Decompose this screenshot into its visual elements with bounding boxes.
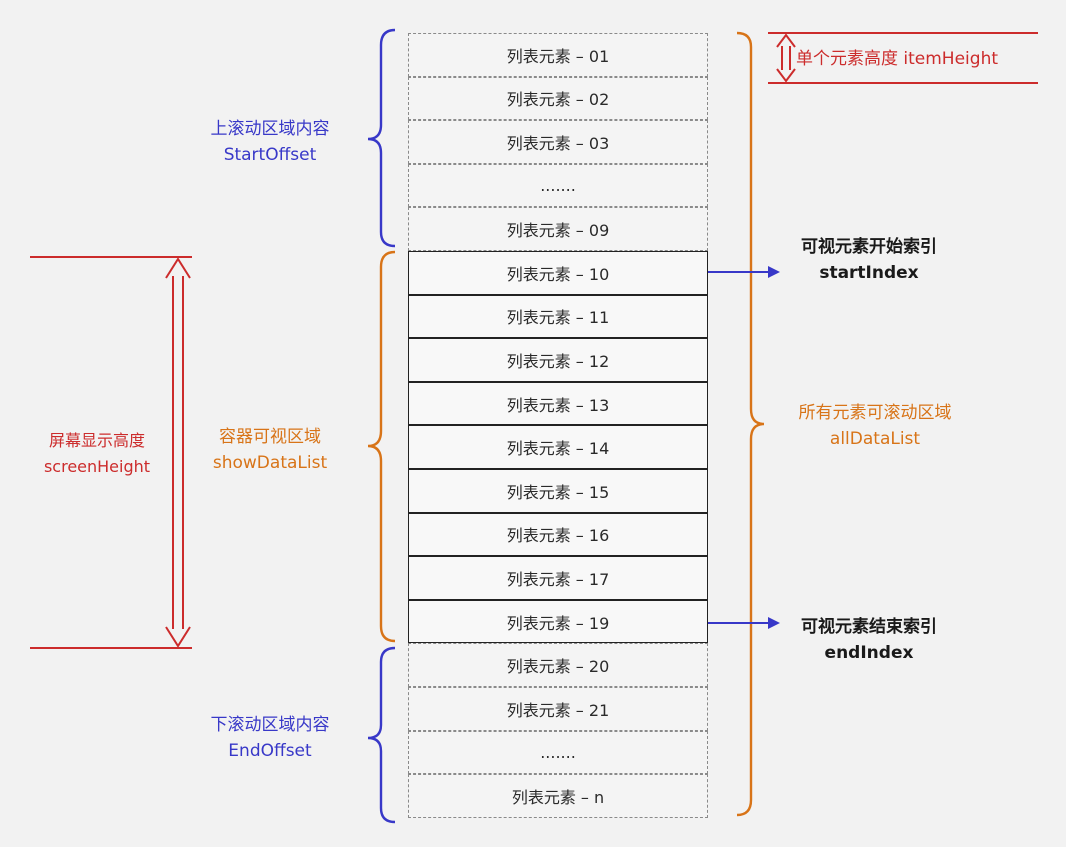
list-item: 列表元素 – 11 (408, 294, 708, 339)
list-item: 列表元素 – 19 (408, 599, 708, 644)
end-index-title: 可视元素结束索引 (801, 617, 937, 637)
list-item-label: 列表元素 – 01 (506, 46, 610, 66)
list-item-label: 列表元素 – 13 (506, 395, 610, 415)
list-item: 列表元素 – 09 (408, 207, 708, 251)
list-item-label: 列表元素 – n (511, 787, 605, 807)
end-index-name: endIndex (824, 643, 914, 663)
screen-height-label: 屏幕显示高度 screenHeight (22, 428, 172, 480)
list-item-label: 列表元素 – 09 (506, 221, 610, 241)
list-item-label: 列表元素 – 21 (506, 700, 610, 720)
list-item: 列表元素 – 17 (408, 556, 708, 600)
list-item-label: ....... (540, 176, 576, 196)
end-offset-brace (367, 646, 396, 824)
item-height-arrowhead-down (776, 68, 796, 83)
show-data-list-label: 容器可视区域 showDataList (180, 424, 360, 476)
list-item: 列表元素 – 15 (408, 469, 708, 513)
screen-height-arrowhead-up (165, 257, 191, 279)
list-item: 列表元素 – 16 (408, 512, 708, 557)
list-item-label: 列表元素 – 11 (506, 308, 610, 328)
list-item-label: 列表元素 – 14 (506, 439, 610, 459)
list-item: 列表元素 – 13 (408, 381, 708, 426)
list-item-label: 列表元素 – 19 (506, 613, 610, 633)
all-data-list-brace (736, 31, 765, 817)
list-item: 列表元素 – 01 (408, 33, 708, 77)
list-item: ....... (408, 730, 708, 775)
start-offset-name: StartOffset (223, 145, 317, 165)
item-height-label: 单个元素高度 itemHeight (796, 46, 1036, 72)
list-item: 列表元素 – 20 (408, 643, 708, 687)
end-offset-name: EndOffset (228, 741, 312, 761)
list-item-label: 列表元素 – 16 (506, 526, 610, 546)
start-index-name: startIndex (819, 263, 919, 283)
list-item-label: 列表元素 – 10 (506, 264, 610, 284)
all-data-list-name: allDataList (829, 429, 921, 449)
list-item: 列表元素 – 12 (408, 338, 708, 382)
list-item: ....... (408, 163, 708, 208)
list-item: 列表元素 – 14 (408, 425, 708, 469)
list-item-label: 列表元素 – 12 (506, 351, 610, 371)
list-item-label: 列表元素 – 02 (506, 90, 610, 110)
list-item-label: 列表元素 – 17 (506, 569, 610, 589)
start-index-label: 可视元素开始索引 startIndex (774, 234, 964, 286)
start-offset-label: 上滚动区域内容 StartOffset (180, 116, 360, 168)
screen-height-title: 屏幕显示高度 (48, 431, 145, 450)
item-height-text: 单个元素高度 itemHeight (796, 49, 999, 69)
all-data-list-title: 所有元素可滚动区域 (798, 403, 952, 423)
list-item-label: ....... (540, 742, 576, 762)
show-data-list-brace (367, 250, 396, 643)
start-index-title: 可视元素开始索引 (801, 237, 937, 257)
all-data-list-label: 所有元素可滚动区域 allDataList (772, 400, 978, 452)
item-height-arrowhead-up (776, 33, 796, 48)
list-item: 列表元素 – 02 (408, 76, 708, 121)
list-item: 列表元素 – 03 (408, 120, 708, 164)
list-item: 列表元素 – n (408, 774, 708, 818)
end-index-label: 可视元素结束索引 endIndex (774, 614, 964, 666)
show-data-list-title: 容器可视区域 (219, 427, 321, 447)
screen-height-arrowhead-down (165, 626, 191, 648)
start-offset-brace (367, 28, 396, 248)
end-offset-label: 下滚动区域内容 EndOffset (180, 712, 360, 764)
list-item-label: 列表元素 – 03 (506, 133, 610, 153)
list-item: 列表元素 – 21 (408, 687, 708, 731)
list-item-label: 列表元素 – 15 (506, 482, 610, 502)
list-item: 列表元素 – 10 (408, 251, 708, 295)
start-offset-title: 上滚动区域内容 (210, 119, 330, 139)
show-data-list-name: showDataList (212, 453, 328, 473)
list-item-label: 列表元素 – 20 (506, 657, 610, 677)
end-offset-title: 下滚动区域内容 (210, 715, 330, 735)
screen-height-name: screenHeight (43, 457, 151, 476)
